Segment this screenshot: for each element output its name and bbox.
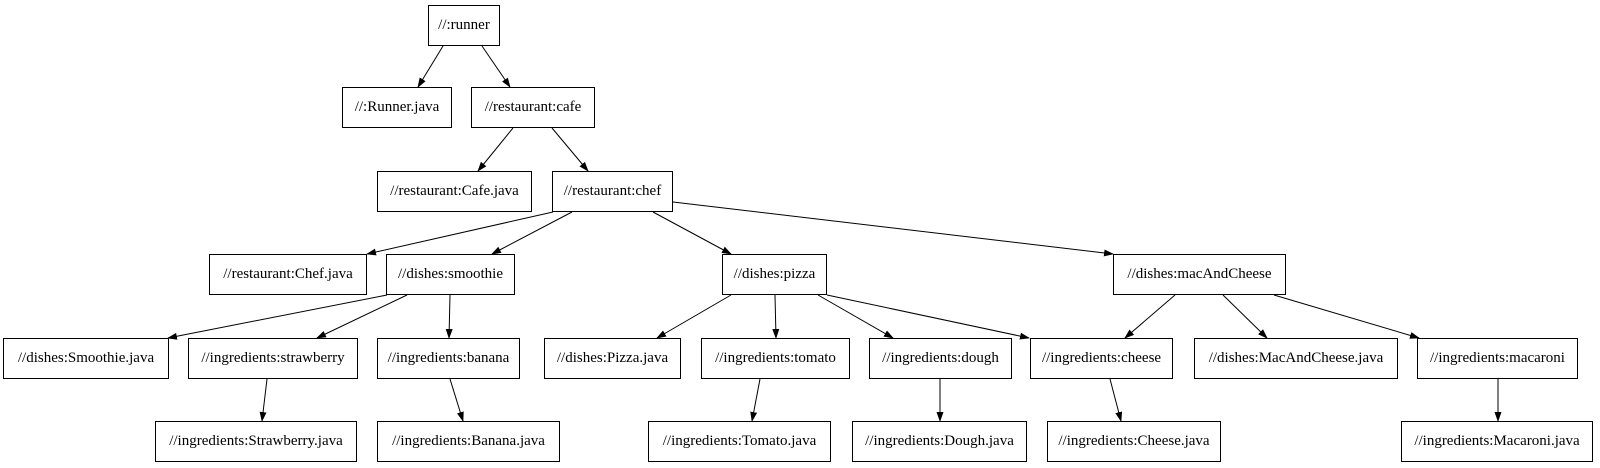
graph-node-cafe: //restaurant:cafe xyxy=(471,87,595,128)
graph-node-pizza: //dishes:pizza xyxy=(722,254,827,295)
edge-strawberry-to-strawberry_java xyxy=(259,378,268,422)
edge-tomato-to-tomato_java xyxy=(750,378,761,422)
edge-smoothie-to-banana xyxy=(445,294,453,339)
graph-node-macaroni: //ingredients:macaroni xyxy=(1417,338,1578,379)
graph-node-smoothie: //dishes:smoothie xyxy=(386,254,515,295)
edge-smoothie-to-strawberry xyxy=(316,294,408,339)
graph-node-banana: //ingredients:banana xyxy=(377,338,520,379)
graph-node-strawberry_java: //ingredients:Strawberry.java xyxy=(155,421,357,462)
edge-chef-to-smoothie xyxy=(491,211,573,255)
graph-node-chef_java: //restaurant:Chef.java xyxy=(209,254,367,295)
graph-node-runner_java: //:Runner.java xyxy=(342,87,452,128)
edge-chef-to-mac_and_cheese xyxy=(672,201,1114,257)
graph-node-mac_and_cheese_java: //dishes:MacAndCheese.java xyxy=(1194,338,1398,379)
edge-pizza-to-pizza_java xyxy=(656,294,732,339)
edge-banana-to-banana_java xyxy=(449,378,464,422)
graph-node-strawberry: //ingredients:strawberry xyxy=(188,338,358,379)
edge-pizza-to-cheese xyxy=(826,294,1030,340)
edge-runner-to-runner_java xyxy=(417,45,444,88)
graph-node-smoothie_java: //dishes:Smoothie.java xyxy=(3,338,169,379)
edge-smoothie-to-smoothie_java xyxy=(167,294,388,340)
graph-node-dough: //ingredients:dough xyxy=(869,338,1012,379)
graph-node-chef: //restaurant:chef xyxy=(552,171,673,212)
edge-mac_and_cheese-to-mac_and_cheese_java xyxy=(1222,294,1268,339)
graph-node-pizza_java: //dishes:Pizza.java xyxy=(544,338,681,379)
edge-mac_and_cheese-to-macaroni xyxy=(1273,294,1420,339)
edge-cafe-to-chef xyxy=(551,127,589,172)
edge-runner-to-cafe xyxy=(481,45,511,88)
graph-node-runner: //:runner xyxy=(428,5,500,46)
graph-node-tomato_java: //ingredients:Tomato.java xyxy=(648,421,831,462)
edge-mac_and_cheese-to-cheese xyxy=(1124,294,1176,339)
graph-node-mac_and_cheese: //dishes:macAndCheese xyxy=(1113,254,1286,295)
graph-node-tomato: //ingredients:tomato xyxy=(701,338,850,379)
edge-cheese-to-cheese_java xyxy=(1109,378,1123,422)
edge-pizza-to-dough xyxy=(817,294,894,339)
edge-cafe-to-cafe_java xyxy=(477,127,514,172)
edge-chef-to-pizza xyxy=(652,211,732,255)
edge-chef-to-chef_java xyxy=(366,211,554,256)
graph-node-cheese_java: //ingredients:Cheese.java xyxy=(1047,421,1221,462)
graph-node-cheese: //ingredients:cheese xyxy=(1030,338,1173,379)
edge-pizza-to-tomato xyxy=(772,294,780,339)
graph-node-macaroni_java: //ingredients:Macaroni.java xyxy=(1401,421,1593,462)
graph-node-dough_java: //ingredients:Dough.java xyxy=(852,421,1027,462)
graph-node-cafe_java: //restaurant:Cafe.java xyxy=(377,171,532,212)
edge-group xyxy=(167,45,1502,422)
graph-node-banana_java: //ingredients:Banana.java xyxy=(377,421,560,462)
